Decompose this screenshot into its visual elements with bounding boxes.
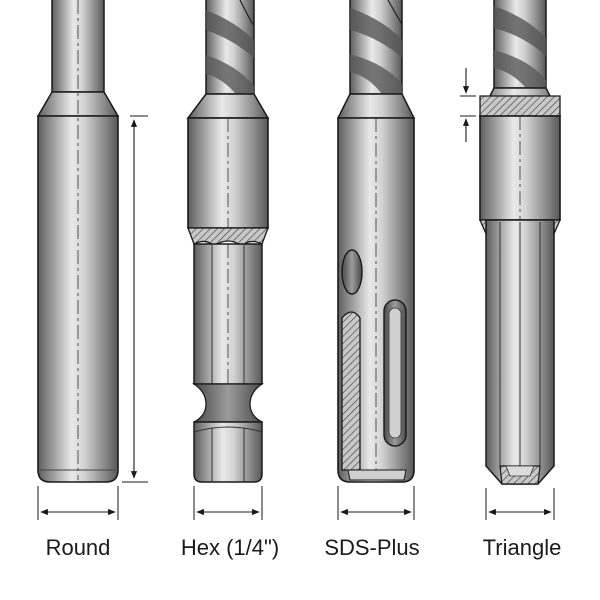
sds-plus-shank [336,0,416,520]
label-sds-plus: SDS-Plus [324,535,420,560]
label-round: Round [45,535,111,560]
round-shank [36,0,148,520]
label-triangle: Triangle [482,535,562,560]
hex-shank [186,0,270,520]
label-hex: Hex (1/4") [180,535,280,560]
triangle-shank [460,0,562,520]
